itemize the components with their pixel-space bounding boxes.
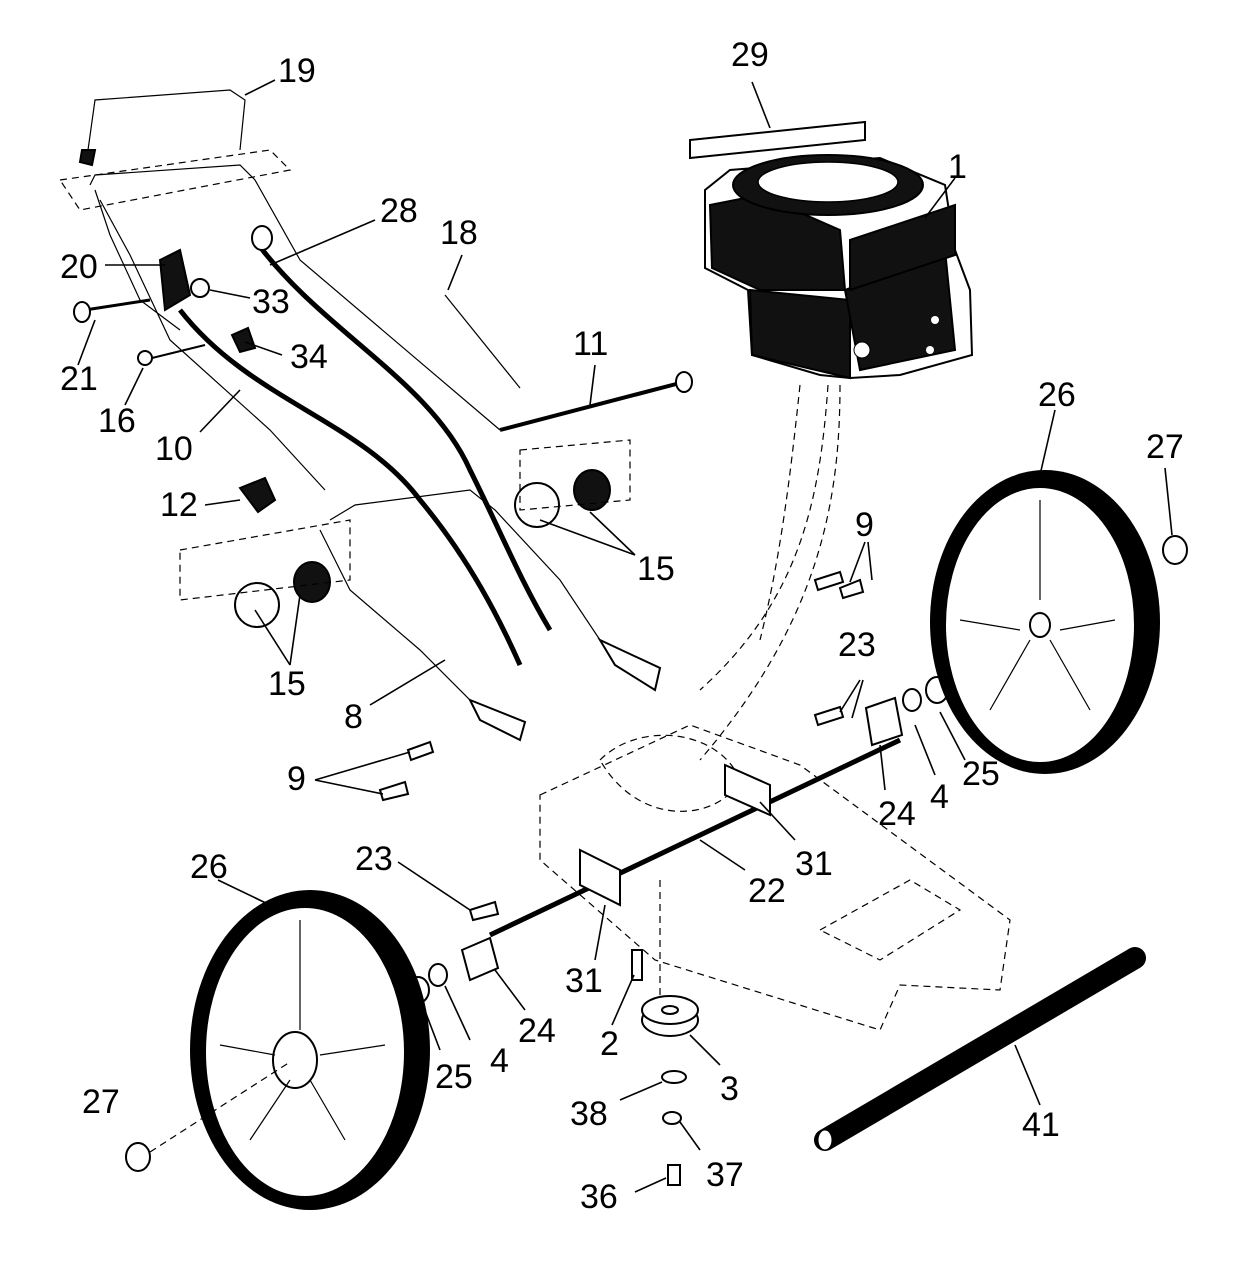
callout-24-upper: 24 (878, 795, 916, 833)
spacers-washers (406, 676, 949, 1004)
callout-22: 22 (748, 872, 786, 910)
callout-25-upper: 25 (962, 755, 1000, 793)
part-29 (689, 120, 866, 160)
callout-10: 10 (155, 430, 193, 468)
callout-labels: 29 19 1 28 18 20 33 21 34 11 16 10 26 27… (60, 36, 1184, 1216)
upper-handle (78, 89, 501, 491)
callout-23-upper: 23 (838, 626, 876, 664)
engine (704, 154, 974, 380)
callout-26-upper: 26 (1038, 376, 1076, 414)
callout-27-lower: 27 (82, 1083, 120, 1121)
mower-deck (539, 724, 1011, 1031)
callout-9-upper: 9 (855, 506, 874, 544)
callout-27-upper: 27 (1146, 428, 1184, 466)
callout-3: 3 (720, 1070, 739, 1108)
bolts (378, 570, 865, 922)
callout-23-lower: 23 (355, 840, 393, 878)
callout-28: 28 (380, 192, 418, 230)
lower-handle (319, 489, 662, 742)
callout-34: 34 (290, 338, 328, 376)
callout-12: 12 (160, 486, 198, 524)
callout-1: 1 (948, 148, 967, 186)
callout-8: 8 (344, 698, 363, 736)
wheel-nut-lower (125, 1142, 151, 1172)
callout-15-lower: 15 (268, 665, 306, 703)
callout-9-lower: 9 (287, 760, 306, 798)
callout-2: 2 (600, 1025, 619, 1063)
callout-25-lower: 25 (435, 1058, 473, 1096)
callout-31-lower: 31 (565, 962, 603, 1000)
callout-26-lower: 26 (190, 848, 228, 886)
callout-24-lower: 24 (518, 1012, 556, 1050)
callout-16: 16 (98, 402, 136, 440)
control-cable (178, 225, 553, 667)
leader-lines (77, 79, 1173, 1193)
pulley-3 (631, 949, 699, 1186)
callout-21: 21 (60, 360, 98, 398)
callout-36: 36 (580, 1178, 618, 1216)
callout-19: 19 (278, 52, 316, 90)
callout-31-upper: 31 (795, 845, 833, 883)
callout-15-upper: 15 (637, 550, 675, 588)
callout-20: 20 (60, 248, 98, 286)
axle-22 (488, 737, 902, 938)
callout-38: 38 (570, 1095, 608, 1133)
callout-33: 33 (252, 283, 290, 321)
callout-18: 18 (440, 214, 478, 252)
wheel-nut-upper (1162, 535, 1188, 565)
part-11 (499, 371, 693, 432)
wheel-upper (930, 470, 1160, 774)
wheel-lower (190, 890, 430, 1210)
callout-29: 29 (731, 36, 769, 74)
callout-4-upper: 4 (930, 778, 949, 816)
callout-11: 11 (573, 325, 608, 363)
callout-37: 37 (706, 1156, 744, 1194)
callout-41: 41 (1022, 1106, 1060, 1144)
handle-hardware (73, 248, 257, 366)
tube-41 (814, 947, 1146, 1151)
knobs-15 (234, 469, 611, 628)
callout-4-lower: 4 (490, 1042, 509, 1080)
